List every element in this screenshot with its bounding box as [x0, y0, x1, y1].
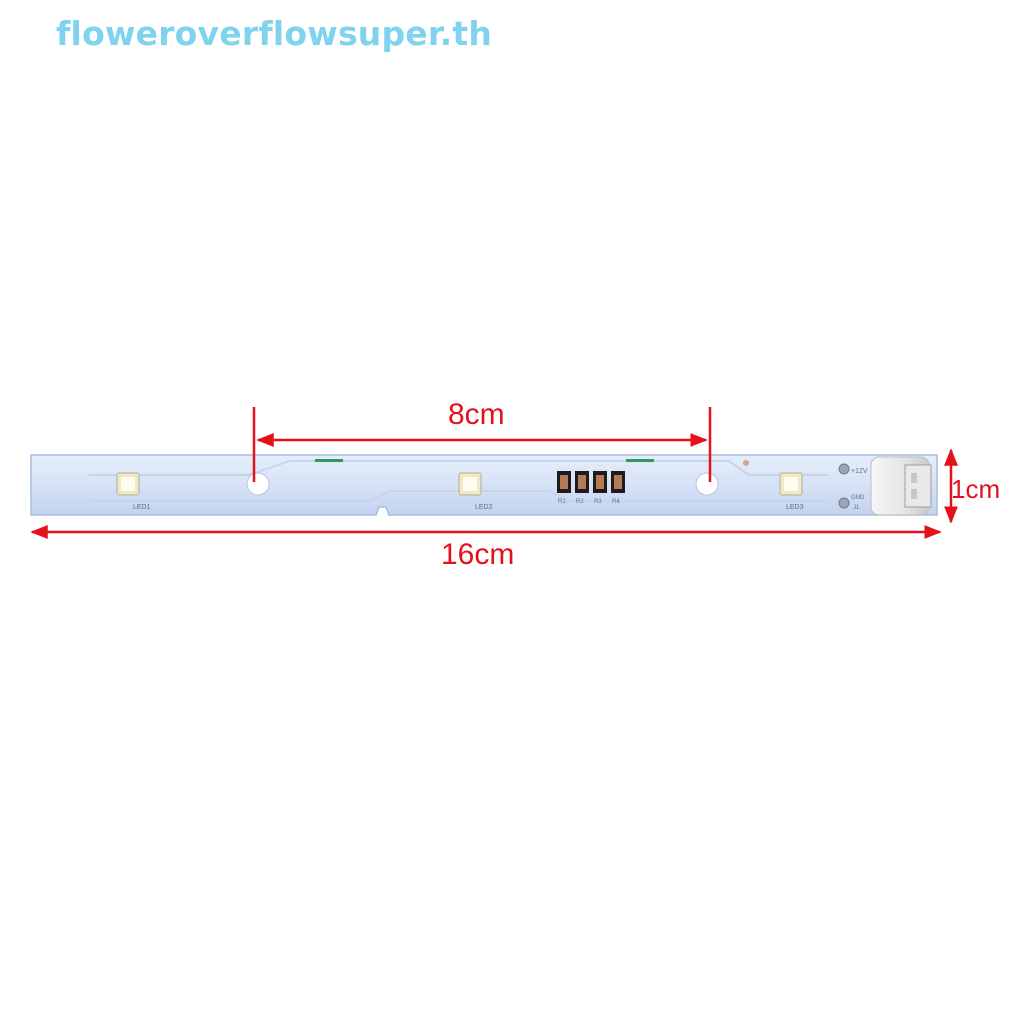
led2-label: LED2: [475, 504, 493, 511]
mounting-hole: [695, 472, 719, 496]
led-3: [779, 472, 803, 496]
connector-label: J1: [853, 505, 860, 511]
pcb-mark: [315, 459, 343, 462]
dimension-label-16cm: 16cm: [441, 538, 515, 571]
r1-label: R1: [558, 499, 566, 505]
r3-label: R3: [594, 499, 602, 505]
copper-dot: [743, 460, 749, 466]
pcb-trace: [89, 460, 829, 476]
r2-label: R2: [576, 499, 584, 505]
led3-label: LED3: [786, 504, 804, 511]
resistor-array: [557, 471, 625, 493]
led-1: [116, 472, 140, 496]
dimension-label-8cm: 8cm: [448, 398, 505, 431]
mounting-hole: [246, 472, 270, 496]
watermark: floweroverflowsuper.th: [56, 14, 493, 53]
connector-j1: [870, 456, 932, 516]
r4-label: R4: [612, 499, 620, 505]
pcb-mark: [626, 459, 654, 462]
solder-pad: [838, 463, 850, 475]
solder-pad: [838, 497, 850, 509]
ground-label: GND: [851, 495, 865, 501]
led1-label: LED1: [133, 504, 151, 511]
led-2: [458, 472, 482, 496]
power-label: +12V: [851, 468, 868, 475]
dimension-label-1cm: 1cm: [951, 474, 1001, 504]
